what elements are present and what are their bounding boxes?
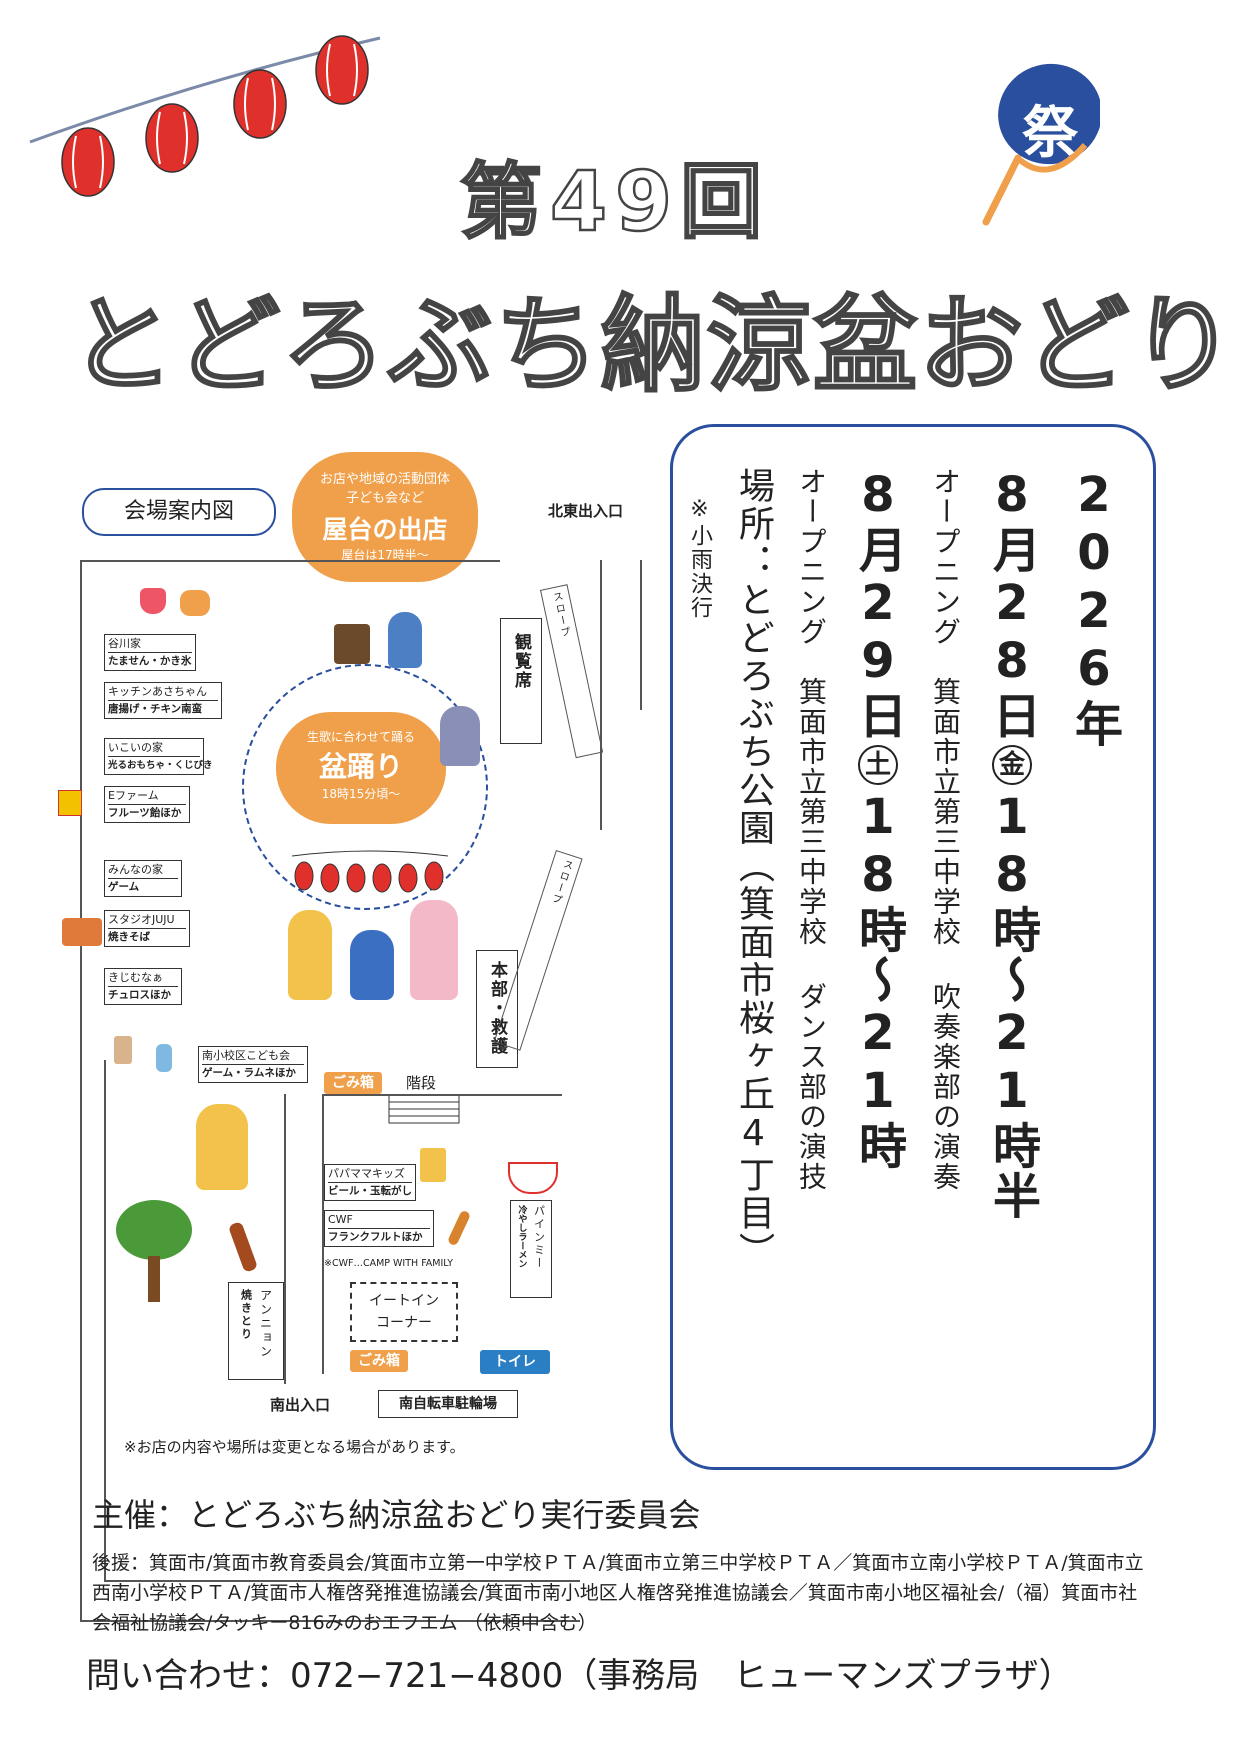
organizer: 主催：とどろぶち納涼盆おどり実行委員会 [92, 1496, 701, 1534]
event-info-box: 2026年 8月28日 金 18時～21時半 オープニング 箕面市立第三中学校 … [670, 424, 1156, 1470]
trash-box-1: ごみ箱 [324, 1072, 382, 1094]
ramune-icon [156, 1044, 172, 1072]
shop-pineapple-name: パインミー [532, 1205, 546, 1270]
fried-chicken-icon [180, 590, 210, 616]
shop-kijimunaa: きじむなぁチュロスほか [104, 968, 182, 1005]
eat-in-corner: イートイン コーナー [350, 1282, 458, 1342]
edition-title: 第49回 [459, 154, 771, 252]
bubble-tea-icon [114, 1036, 132, 1064]
venue-map-label: 会場案内図 [82, 488, 276, 536]
shop-e-farm: Eファームフルーツ飴ほか [104, 786, 190, 823]
map-wall-right-outer [640, 560, 642, 710]
shop-annyon-name: アンニョン [258, 1289, 273, 1359]
stall-bubble-time: 屋台は17時半～ [341, 548, 429, 562]
child-dancer-3-illustration [410, 900, 458, 1000]
drummer-illustration [388, 612, 422, 668]
ramen-bowl-icon [508, 1162, 558, 1194]
stairs-icon [388, 1094, 460, 1124]
shop-annyon: アンニョン 焼きとり [228, 1282, 284, 1380]
dance-bubble-line1: 生歌に合わせて踊る [306, 730, 415, 744]
cwf-note: ※CWF…CAMP WITH FAMILY [324, 1258, 454, 1269]
stall-bubble-line1: お店や地域の活動団体 [319, 472, 450, 487]
day2-weekday: 土 [858, 745, 898, 785]
fan-icon [982, 63, 1100, 226]
eat-in-line2: コーナー [376, 1315, 432, 1331]
supporters: 後援：箕面市/箕面市教育委員会/箕面市立第一中学校ＰＴＡ/箕面市立第三中学校ＰＴ… [92, 1552, 1144, 1634]
center-block-wall [322, 1094, 324, 1374]
shop-papamama-kids: パパママキッズビール・玉転がし [324, 1164, 416, 1201]
slope-top-label: スロープ [549, 590, 571, 640]
map-wall-top [80, 560, 500, 562]
viewing-area-label: 観覧席 [511, 633, 531, 690]
day1-date: 8月28日 [984, 467, 1040, 741]
shop-tanigawa: 谷川家たません・かき氷 [104, 634, 196, 671]
map-wall-inner [104, 1060, 106, 1580]
dance-lanterns-icon [291, 850, 449, 893]
shop-annyon-item: 焼きとり [239, 1289, 253, 1341]
stairs-label: 階段 [406, 1074, 437, 1092]
event-title: とどろぶち納涼盆おどり [69, 283, 1238, 408]
rain-note: ※小雨決行 [687, 497, 712, 620]
singer-illustration [440, 706, 480, 766]
shop-ikoi-no-ie: いこいの家光るおもちゃ・くじびき [104, 738, 213, 775]
south-entrance-label: 南出入口 [270, 1396, 331, 1414]
child-dancer-1-illustration [288, 910, 332, 1000]
slope-top: スロープ [540, 584, 604, 759]
dance-bubble: 生歌に合わせて踊る 盆踊り 18時15分頃～ [276, 712, 446, 824]
day2-opening: オープニング 箕面市立第三中学校 ダンス部の演技 [795, 467, 828, 1192]
slope-bottom-label: スロープ [548, 857, 574, 907]
ne-entrance-label: 北東出入口 [548, 502, 624, 520]
hq-first-aid-label: 本部・救護 [487, 961, 507, 1056]
beer-icon [420, 1148, 446, 1182]
bike-parking-label: 南自転車駐輪場 [378, 1390, 518, 1418]
map-wall-bottom [80, 1620, 580, 1622]
tree-trunk-icon [148, 1256, 160, 1302]
event-year: 2026年 [1066, 467, 1122, 749]
day1-time: 18時～21時半 [984, 789, 1040, 1221]
shop-pineapple-item: 冷やしラーメン [516, 1205, 527, 1268]
stall-bubble-title: 屋台の出店 [322, 515, 448, 544]
shaved-ice-icon [140, 588, 166, 614]
dance-bubble-title: 盆踊り [318, 750, 403, 783]
lantern-string-decoration [29, 35, 381, 197]
center-block-wall-top [322, 1094, 562, 1096]
taiko-drum-icon [334, 624, 370, 664]
dance-area-circle [242, 664, 488, 910]
stall-bubble-line2: 子ども会など [345, 491, 424, 506]
eat-in-line1: イートイン [369, 1293, 439, 1309]
dance-bubble-time: 18時15分頃～ [321, 787, 401, 801]
venue-location: 場所：とどろぶち公園（箕面市桜ヶ丘4丁目） [733, 467, 774, 1270]
toilet-label: トイレ [480, 1350, 550, 1374]
child-dancer-2-illustration [350, 930, 394, 1000]
map-wall-left [80, 560, 82, 1620]
map-wall-right [600, 560, 602, 830]
lottery-box-icon [58, 790, 82, 816]
hq-first-aid: 本部・救護 [476, 950, 518, 1068]
viewing-area: 観覧席 [500, 618, 542, 744]
trash-box-2: ごみ箱 [350, 1350, 408, 1372]
map-footnote: ※お店の内容や場所は変更となる場合があります。 [124, 1438, 465, 1456]
shop-pineapple: パインミー 冷やしラーメン [510, 1200, 552, 1298]
corn-dog-icon [446, 1209, 472, 1247]
shop-south-kids: 南小校区こども会ゲーム・ラムネほか [198, 1046, 308, 1083]
shop-minna-no-ie: みんなの家ゲーム [104, 860, 182, 897]
contact-info: 問い合わせ：072−721−4800（事務局 ヒューマンズプラザ） [86, 1656, 1073, 1696]
yakitori-skewer-icon [227, 1221, 259, 1273]
day1-weekday: 金 [992, 745, 1032, 785]
day1-opening: オープニング 箕面市立第三中学校 吹奏楽部の演奏 [929, 467, 962, 1192]
fan-character: 祭 [1022, 101, 1078, 166]
shop-kitchen-asachan: キッチンあさちゃん唐揚げ・チキン南蛮 [104, 682, 222, 719]
yakitori-wall [284, 1094, 286, 1384]
day2-date: 8月29日 [850, 467, 906, 741]
day2-time: 18時～21時 [850, 789, 906, 1171]
map-wall-inner-bottom [104, 1580, 580, 1582]
tree-icon [116, 1200, 192, 1260]
stall-bubble: お店や地域の活動団体 子ども会など 屋台の出店 屋台は17時半～ [292, 452, 478, 582]
boy-illustration [196, 1104, 248, 1190]
yakisoba-icon [62, 918, 102, 946]
